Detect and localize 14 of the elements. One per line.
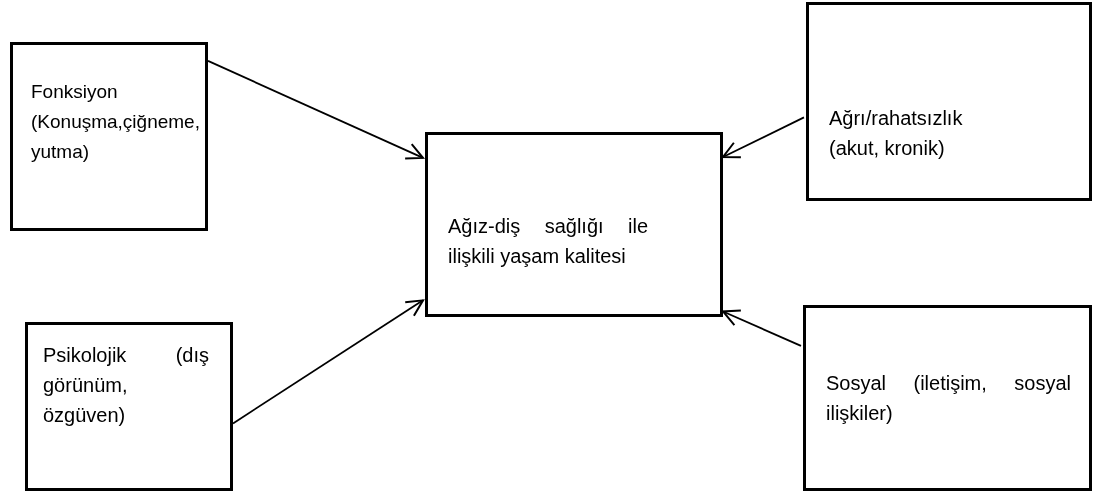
arrow (722, 116, 805, 159)
arrow (207, 60, 424, 160)
box-text: Psikolojik (dış görünüm, özgüven) (43, 343, 209, 428)
text-box (803, 305, 1092, 491)
text-box (425, 132, 723, 317)
box-text: Fonksiyon (Konuşma,çiğneme, yutma) (31, 80, 201, 164)
text-box (25, 322, 233, 491)
box-text: Sosyal (iletişim, sosyal ilişkiler) (826, 371, 1071, 426)
box-text: Ağız-diş sağlığı ile ilişkili yaşam kalitesi (448, 214, 648, 269)
arrow (232, 299, 424, 425)
text-box (10, 42, 208, 231)
arrow (722, 309, 802, 347)
text-box (806, 2, 1092, 201)
box-text: Ağrı/rahatsızlık (akut, kronik) (829, 106, 964, 161)
